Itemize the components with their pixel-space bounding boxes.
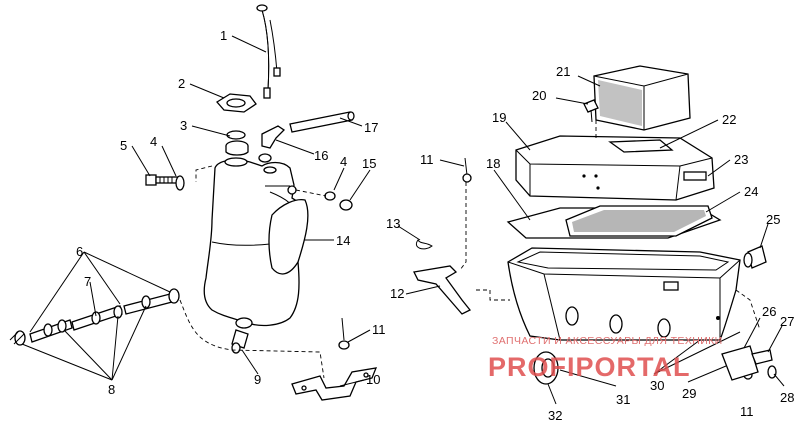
assembly-path-7: [735, 289, 761, 331]
foam-filter-block: [593, 65, 691, 131]
cap-gasket: [216, 93, 257, 113]
callout-3: 3: [180, 118, 187, 133]
callout-5: 5: [120, 138, 127, 153]
callout-18: 18: [486, 156, 500, 171]
callout-8: 8: [108, 382, 115, 397]
clip: [416, 239, 433, 250]
callout-12: 12: [390, 286, 404, 301]
assembly-path-3: [459, 182, 467, 271]
assembly-path-4: [476, 289, 510, 301]
callout-2: 2: [178, 76, 185, 91]
assembly-path-1: [195, 165, 213, 182]
assembly-path-5: [295, 189, 327, 197]
watermark-logo: PROFIPORTAL: [488, 352, 691, 382]
assembly-path-2: [179, 299, 325, 379]
callout-10: 10: [366, 372, 380, 387]
callout-24: 24: [744, 184, 758, 199]
hose-grommet: [743, 245, 767, 269]
callout-14: 14: [336, 233, 350, 248]
callout-11b: 11: [420, 152, 434, 167]
lid-screw: [583, 99, 599, 123]
callout-15: 15: [362, 156, 376, 171]
callout-22: 22: [722, 112, 736, 127]
watermark: ЗАПЧАСТИ И АКСЕССУАРЫ ДЛЯ ТЕХНИКИ PROFIP…: [488, 335, 723, 382]
vent-hose: [256, 4, 281, 99]
drain-boot: [533, 351, 559, 385]
callout-11c: 11: [740, 404, 754, 419]
watermark-text: ЗАПЧАСТИ И АКСЕССУАРЫ ДЛЯ ТЕХНИКИ: [492, 335, 723, 347]
callout-13: 13: [386, 216, 400, 231]
callout-11a: 11: [372, 322, 386, 337]
callout-4a: 4: [150, 134, 157, 149]
callout-17: 17: [364, 120, 378, 135]
callout-4b: 4: [340, 154, 347, 169]
fuel-hose-assembly: [9, 288, 180, 346]
callout-1: 1: [220, 28, 227, 43]
fuel-valve: [231, 317, 253, 354]
callout-26: 26: [762, 304, 776, 319]
callout-29: 29: [682, 386, 696, 401]
airbox-body: [507, 247, 741, 341]
callout-7: 7: [84, 274, 91, 289]
airbox-lid: [515, 135, 715, 201]
callout-20: 20: [532, 88, 546, 103]
callout-6: 6: [76, 244, 83, 259]
fuel-line: [258, 111, 355, 163]
fuel-cap: [225, 130, 249, 156]
screw-left: [338, 317, 350, 350]
airbox-bracket: [413, 265, 472, 315]
leader-lines: [21, 35, 785, 405]
air-filter: [565, 205, 713, 237]
screw-center: [462, 157, 472, 183]
callout-28: 28: [780, 390, 794, 405]
callout-16: 16: [314, 148, 328, 163]
latch-bracket: [721, 345, 777, 381]
fuel-tank: [203, 157, 309, 327]
callout-32: 32: [548, 408, 562, 423]
callout-30: 30: [650, 378, 664, 393]
callout-21: 21: [556, 64, 570, 79]
callout-25: 25: [766, 212, 780, 227]
callout-19: 19: [492, 110, 506, 125]
callout-23: 23: [734, 152, 748, 167]
callout-9: 9: [254, 372, 261, 387]
callout-numbers: 1 2 3 4 5 4 15 16 17 14 6 7 8 9 10 11 11…: [76, 28, 794, 423]
tank-bracket: [291, 367, 378, 401]
callout-31: 31: [616, 392, 630, 407]
callout-27: 27: [780, 314, 794, 329]
